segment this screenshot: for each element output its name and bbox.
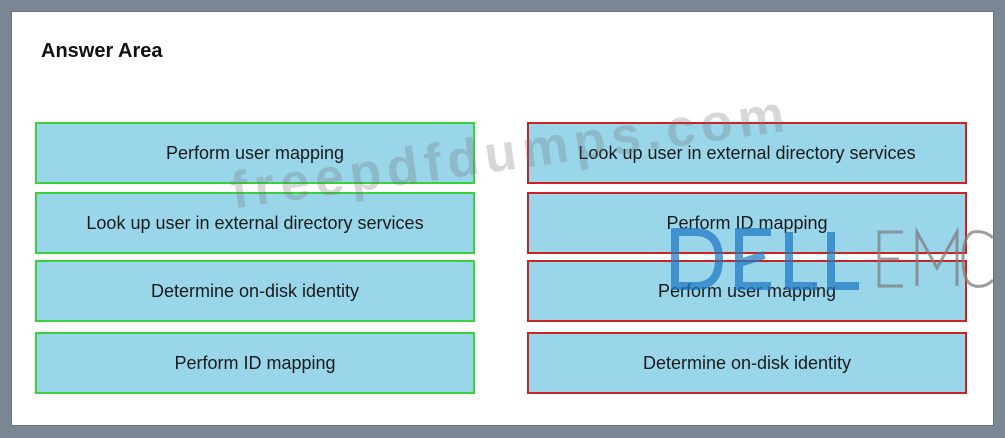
left-answer-item-4-label: Perform ID mapping [174, 352, 336, 373]
left-answer-item-3[interactable]: Determine on-disk identity [35, 260, 475, 322]
answer-area-panel: Answer Area Perform user mapping Look up… [12, 12, 993, 425]
right-answer-item-2[interactable]: Perform ID mapping [527, 192, 967, 254]
left-answer-item-2-label: Look up user in external directory servi… [86, 212, 424, 233]
left-answer-item-2[interactable]: Look up user in external directory servi… [35, 192, 475, 254]
right-answer-item-1-label: Look up user in external directory servi… [578, 142, 916, 163]
left-answer-item-3-label: Determine on-disk identity [150, 280, 360, 301]
left-answer-item-4[interactable]: Perform ID mapping [35, 332, 475, 394]
left-answer-item-1[interactable]: Perform user mapping [35, 122, 475, 184]
right-answer-item-4[interactable]: Determine on-disk identity [527, 332, 967, 394]
left-answer-item-1-label: Perform user mapping [165, 142, 345, 163]
page-title: Answer Area [41, 40, 163, 62]
right-answer-item-3-label: Perform user mapping [657, 280, 837, 301]
right-answer-item-1[interactable]: Look up user in external directory servi… [527, 122, 967, 184]
right-answer-item-2-label: Perform ID mapping [666, 212, 828, 233]
right-answer-item-3[interactable]: Perform user mapping [527, 260, 967, 322]
right-answer-item-4-label: Determine on-disk identity [642, 352, 852, 373]
